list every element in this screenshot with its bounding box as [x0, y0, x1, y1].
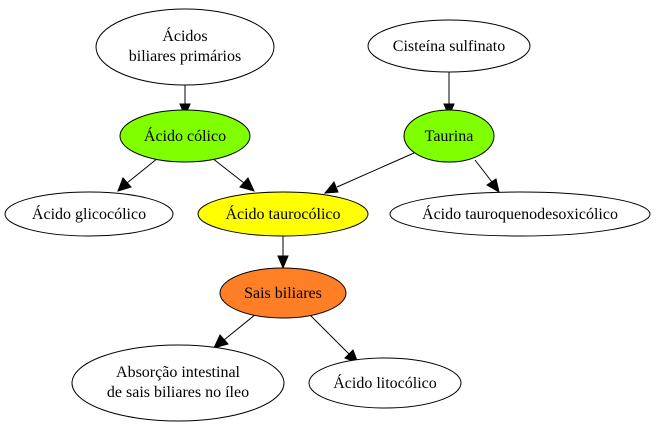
node-shape	[403, 109, 495, 163]
node-shape	[219, 267, 347, 319]
node-label-line2: biliares primários	[129, 48, 241, 65]
arrowhead	[117, 177, 132, 192]
node-label-line2: de sais biliares no íleo	[107, 384, 249, 401]
node-label: Ácido tauroquenodesoxicólico	[422, 204, 618, 223]
edge-taurina-taurocolico	[336, 152, 415, 188]
node-cisteina-sulfinato: Cisteína sulfinato	[367, 19, 531, 73]
arrowhead	[277, 255, 289, 270]
node-acido-litocolico: Ácido litocólico	[308, 357, 462, 409]
node-absorcao-intestinal: Absorção intestinal de sais biliares no …	[71, 344, 285, 422]
node-sais-biliares: Sais biliares	[219, 267, 347, 319]
node-label-line1: Absorção intestinal	[116, 364, 241, 381]
node-label-line1: Ácidos	[162, 26, 207, 45]
edge-sais-absorcao	[223, 313, 257, 341]
node-acidos-biliares-primarios: Ácidos biliares primários	[95, 8, 275, 86]
node-label: Ácido taurocólico	[225, 204, 340, 223]
edge-colico-taurocolico	[211, 157, 245, 184]
node-acido-glicocolico: Ácido glicocólico	[4, 191, 174, 237]
node-shape	[197, 191, 369, 237]
node-label: Taurina	[425, 128, 474, 145]
node-label: Ácido cólico	[144, 126, 226, 145]
node-shape	[119, 109, 251, 163]
node-shape	[71, 344, 285, 422]
edge-colico-glicocolico	[126, 157, 159, 184]
node-shape	[95, 8, 275, 86]
node-acido-tauroquenodesoxicolico: Ácido tauroquenodesoxicólico	[389, 191, 651, 237]
node-label: Ácido litocólico	[333, 373, 437, 392]
node-shape	[4, 191, 174, 237]
node-acido-taurocolico: Ácido taurocólico	[197, 191, 369, 237]
node-acido-colico: Ácido cólico	[119, 109, 251, 163]
edges	[117, 72, 500, 364]
edge-sais-litocolico	[308, 313, 350, 355]
arrowhead	[323, 181, 339, 194]
node-shape	[367, 19, 531, 73]
node-label: Sais biliares	[244, 285, 322, 302]
node-shape	[308, 357, 462, 409]
edge-taurina-tauroqueno	[474, 159, 493, 183]
arrowhead	[213, 334, 229, 349]
node-label: Cisteína sulfinato	[393, 38, 505, 55]
arrowhead	[486, 178, 500, 194]
node-shape	[389, 191, 651, 237]
node-label: Ácido glicocólico	[32, 204, 146, 223]
arrowhead	[239, 177, 255, 192]
node-taurina: Taurina	[403, 109, 495, 163]
